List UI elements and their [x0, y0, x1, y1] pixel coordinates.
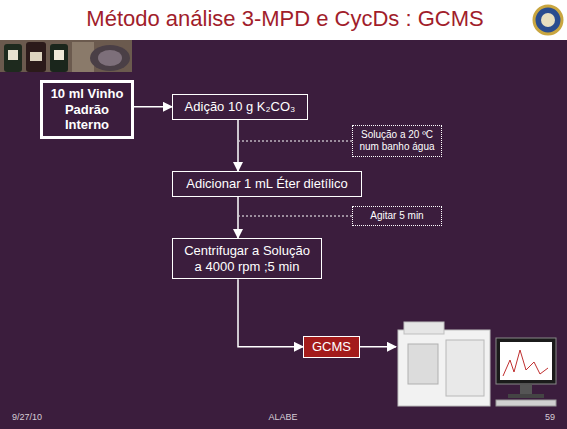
- process-box: Adicionar 1 mL Éter dietílico: [172, 171, 362, 197]
- input-box: 10 ml Vinho Padrão Interno: [40, 80, 134, 139]
- box-text: Centrifugar a Solução a 4000 rpm ;5 min: [181, 243, 313, 274]
- box-text: Adicionar 1 mL Éter dietílico: [181, 176, 353, 192]
- logo: [534, 6, 562, 34]
- process-box: Centrifugar a Solução a 4000 rpm ;5 min: [172, 238, 322, 279]
- box-text: Solução a 20 ºC num banho água: [357, 129, 437, 153]
- instrument-box: GCMS: [303, 336, 360, 358]
- box-text: 10 ml Vinho Padrão Interno: [46, 86, 128, 133]
- title-band: [0, 0, 567, 40]
- box-text: GCMS: [312, 339, 351, 355]
- flow-arrow: [238, 279, 303, 347]
- footer-text: 9/27/10: [12, 412, 42, 422]
- flow-arrow: [237, 120, 239, 171]
- footer-text: ALABE: [268, 412, 297, 422]
- leader-line: [239, 216, 352, 217]
- gcms-instrument: [398, 322, 556, 406]
- footer-text: 59: [545, 412, 555, 422]
- wine-photo-strip: [0, 40, 132, 72]
- slide-title: Método análise 3-MPD e CycDs : GCMS: [50, 6, 520, 32]
- flow-arrow: [237, 197, 239, 238]
- instrument-arrow: [360, 346, 396, 348]
- leader-line: [239, 141, 352, 142]
- condition-note: Solução a 20 ºC num banho água: [352, 125, 442, 157]
- flow-arrow: [134, 106, 172, 108]
- box-text: Adição 10 g K₂CO₃: [181, 99, 299, 115]
- box-text: Agitar 5 min: [357, 210, 437, 222]
- process-box: Adição 10 g K₂CO₃: [172, 94, 308, 120]
- condition-note: Agitar 5 min: [352, 206, 442, 226]
